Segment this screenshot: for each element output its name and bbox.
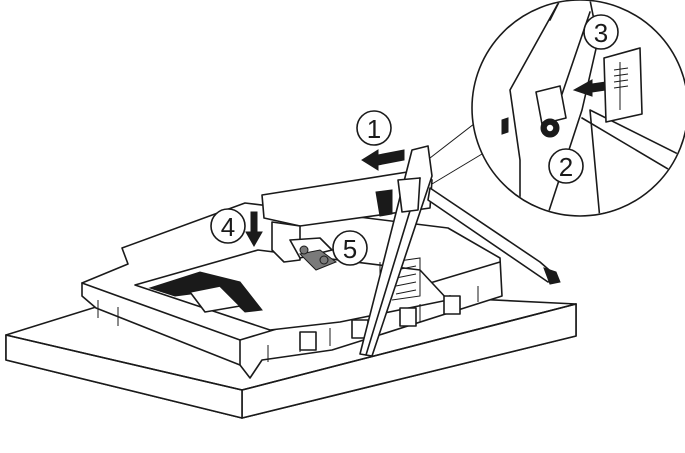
step-2-label: 2 (548, 148, 584, 184)
svg-text:3: 3 (594, 18, 608, 48)
stand-leg (359, 145, 561, 357)
step-1-label: 1 (356, 110, 392, 146)
stand-neck (261, 169, 433, 271)
step-4-label: 4 (210, 208, 246, 244)
step-1-arrow (361, 149, 405, 171)
zoom-detail (471, 0, 685, 217)
svg-text:5: 5 (343, 234, 357, 264)
step-3-label: 3 (583, 14, 619, 50)
svg-text:1: 1 (367, 114, 381, 144)
svg-text:2: 2 (559, 152, 573, 182)
step-5-label: 5 (332, 230, 368, 266)
step-5-screws (299, 245, 329, 265)
step-4-arrow (245, 211, 263, 248)
svg-text:4: 4 (221, 212, 235, 242)
